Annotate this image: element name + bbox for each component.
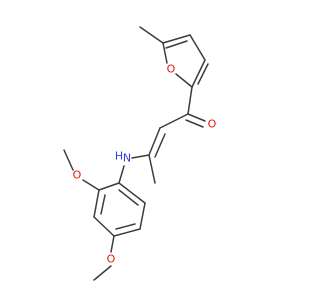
bond-n-aryl — [118, 165, 125, 184]
methoxy-oxygen-label-2: O — [107, 253, 116, 266]
bond-ring-c3-c4 — [93, 216, 115, 237]
bond-calpha-cbeta-inner — [154, 133, 166, 158]
bond-ring-c6-c1-inner — [118, 189, 139, 206]
aniline-ring — [93, 165, 146, 237]
methoxy-oxygen-label-1: O — [73, 169, 82, 182]
bond-carbonyl-o-2 — [185, 119, 204, 128]
bond-furan-c5-o — [162, 42, 168, 64]
bond-furan-c4-c5-inner — [165, 40, 188, 49]
furan-ring — [139, 26, 209, 88]
bond-ring-c2-c3 — [93, 189, 100, 218]
amine-nitrogen-label: N — [123, 152, 131, 165]
furan-oxygen-label: O — [167, 63, 176, 76]
bond-ring-c6-c1 — [118, 182, 146, 204]
bond-c2-ome — [82, 179, 100, 191]
methoxy-groups — [63, 149, 115, 281]
atom-labels: O O H N O O — [73, 63, 217, 266]
bond-ring-c4-c5 — [113, 228, 141, 237]
bond-ring-c5-c6 — [139, 202, 146, 230]
chemical-structure-drawing: O O H N O O — [63, 26, 217, 281]
bond-carbonyl-calpha — [159, 113, 189, 129]
bond-cbeta-methyl — [148, 154, 156, 184]
enone-chain — [131, 86, 206, 184]
bond-furan-carbonyl — [187, 86, 193, 115]
bond-ome-methyl-2 — [93, 265, 112, 281]
bond-ome-methyl-1 — [63, 149, 74, 171]
bond-c4-ome — [110, 235, 115, 253]
bond-furan-c4-c5 — [162, 34, 191, 44]
amine-hydrogen-label: H — [115, 150, 123, 163]
bond-furan-c2-c3 — [191, 59, 206, 88]
bond-cbeta-n — [131, 154, 150, 159]
bond-furan-o-c2 — [175, 73, 193, 88]
bond-ring-c4-c5-inner — [115, 223, 136, 230]
bond-ring-c1-c2 — [98, 182, 120, 191]
carbonyl-oxygen-label: O — [208, 118, 217, 131]
bond-furan-methyl — [139, 26, 164, 44]
bond-furan-c3-c4 — [189, 34, 206, 61]
bond-furan-c2-c3-inner — [197, 63, 209, 85]
bond-calpha-cbeta — [148, 127, 161, 156]
bond-ring-c2-c3-inner — [100, 194, 106, 215]
bond-carbonyl-o-1 — [187, 113, 206, 122]
